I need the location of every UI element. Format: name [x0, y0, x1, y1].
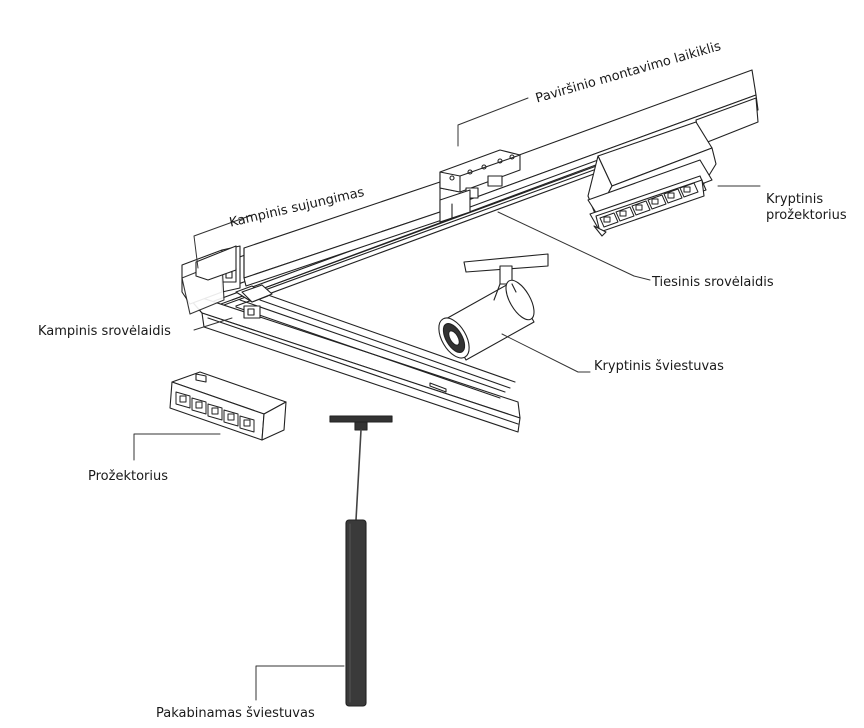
label-directional-spotlight: Kryptinis prožektorius — [766, 192, 847, 223]
corner-joint-block — [195, 181, 443, 287]
directional-spotlight-module — [587, 121, 717, 237]
corner-track-rail — [181, 245, 521, 433]
label-corner-track: Kampinis srovėlaidis — [38, 324, 171, 339]
label-directional-luminaire: Kryptinis šviestuvas — [594, 359, 724, 374]
label-straight-track: Tiesinis srovėlaidis — [652, 275, 774, 290]
label-spotlight: Prožektorius — [88, 469, 168, 484]
surface-mount-bracket — [439, 149, 521, 223]
leader-lines — [133, 97, 761, 701]
spotlight-module — [169, 371, 287, 441]
label-pendant-luminaire: Pakabinamas šviestuvas — [156, 706, 315, 721]
pendant-luminaire — [329, 415, 393, 707]
directional-luminaire — [438, 253, 549, 361]
